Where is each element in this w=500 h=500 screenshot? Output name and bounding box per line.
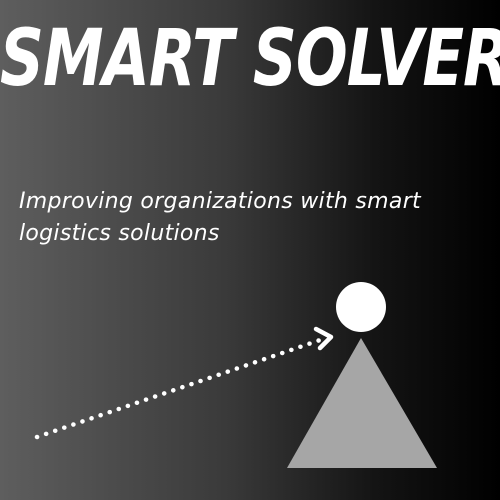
page-title: SMART SOLVER xyxy=(0,13,500,105)
tagline: Improving organizations with smart logis… xyxy=(19,186,479,250)
triangle-icon xyxy=(287,338,437,468)
circle-icon xyxy=(336,282,386,332)
tagline-line-2: logistics solutions xyxy=(19,221,220,246)
tagline-line-1: Improving organizations with smart xyxy=(19,189,421,214)
dotted-arrow-icon xyxy=(34,326,334,440)
